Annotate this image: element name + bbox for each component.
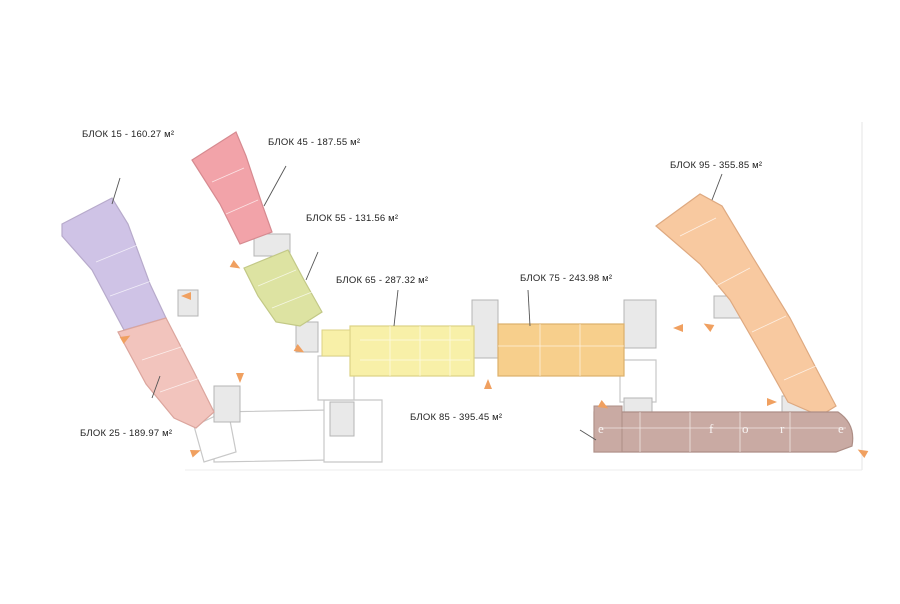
block-25-label: БЛОК 25 - 189.97 м² [80,428,173,439]
watermark-letter: e [598,421,604,436]
block-75-area[interactable] [497,323,625,377]
watermark-letter: r [780,421,785,436]
entrance-arrow-icon [236,373,244,383]
entrance-arrow-icon [703,323,715,332]
entrance-arrow-icon [857,449,869,458]
entrance-arrow-icon [119,335,131,344]
entrance-arrow-icon [484,379,492,389]
entrance-arrow-icon [767,398,777,406]
corridor-center [317,355,657,403]
block-55-label: БЛОК 55 - 131.56 м² [306,213,399,224]
block-45-area[interactable] [191,131,273,245]
block-45-label: БЛОК 45 - 187.55 м² [268,137,361,148]
block-85-area[interactable] [593,411,854,453]
entrance-arrow-icon [597,400,609,409]
block-95-label: БЛОК 95 - 355.85 м² [670,160,763,171]
block-75-label: БЛОК 75 - 243.98 м² [520,273,613,284]
interior-walls [95,167,846,452]
block-55-area[interactable] [243,249,323,327]
watermark-letter: o [742,421,749,436]
entrance-arrow-icon [189,449,201,458]
watermark-letter: e [838,421,844,436]
entrance-arrows [119,260,869,458]
leader-lines [111,165,723,441]
block-65-label: БЛОК 65 - 287.32 м² [336,275,429,286]
entrance-arrow-icon [673,324,683,332]
watermark-letter: f [709,421,714,436]
block-65-corridor [321,329,351,357]
block-15-label: БЛОК 15 - 160.27 м² [82,129,175,140]
block-85-annex [593,405,623,453]
block-95-area[interactable] [655,193,837,417]
block-85-label: БЛОК 85 - 395.45 м² [410,412,503,423]
entrance-arrow-icon [181,292,191,300]
entrance-arrow-icon [293,344,305,353]
block-25-area[interactable] [117,317,215,429]
block-65-area[interactable] [349,325,475,377]
block-15-area[interactable] [61,197,167,331]
entrance-arrow-icon [229,260,241,269]
